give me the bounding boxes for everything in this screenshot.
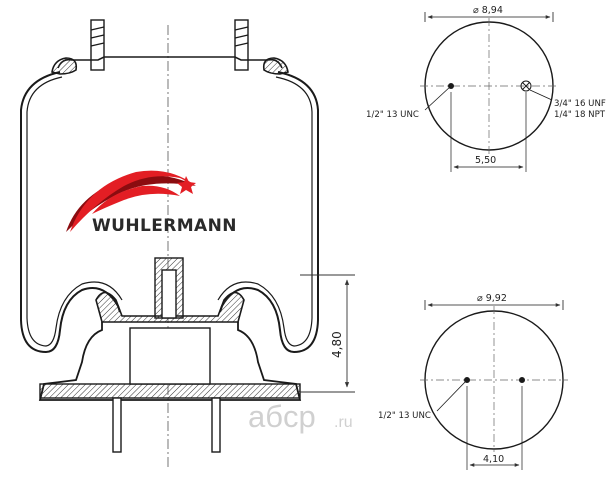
top-bead-crimp-left [51,57,78,75]
bottom-plate-view [420,300,568,470]
bellows-outer [20,71,121,354]
top-plate-right-hole-label-1: 3/4" 16 UNF [554,99,606,109]
bellows-inner-right [217,76,313,347]
watermark-text: aбcp [248,399,316,434]
bottom-plate-diameter: ⌀ 9,92 [477,293,507,304]
center-post [154,257,184,319]
top-plate-diameter: ⌀ 8,94 [473,5,503,16]
piston-base-plate [39,383,301,399]
piston-inner-sleeve [129,327,211,385]
watermark-suffix: .ru [334,414,353,431]
brand-name: WUHLERMANN [92,216,237,236]
brand-logo: WUHLERMANN [66,170,237,236]
bottom-plate-spacing: 4,10 [483,454,504,465]
bottom-plate-hole-right [519,377,525,383]
bottom-plate-hole-label: 1/2" 13 UNC [378,411,431,421]
bellows-inner [26,76,123,347]
height-label: 4,80 [330,331,344,358]
top-plate-view [420,12,558,172]
watermark-logo: aбcp .ru [248,399,353,434]
top-plate-spacing: 5,50 [475,155,496,166]
top-plate-right-hole-label-2: 1/4" 18 NPT [554,110,606,120]
top-plate-left-hole-label: 1/2" 13 UNC [366,110,419,120]
bellows-outer-right [219,71,319,354]
bottom-plate-circle [424,310,564,450]
top-stud-right [234,19,249,71]
brand-star-icon [177,176,196,194]
piston-body [38,322,302,401]
brand-swoosh-red [70,170,196,232]
height-dimension [300,274,355,393]
top-stud-left [90,19,105,71]
brand-swoosh-lower [92,185,180,214]
bottom-stud-right [211,397,221,453]
top-bead-crimp-right [262,57,289,75]
bottom-stud-left [112,397,122,453]
side-view [20,19,319,470]
top-plate-hole-right [520,80,532,92]
